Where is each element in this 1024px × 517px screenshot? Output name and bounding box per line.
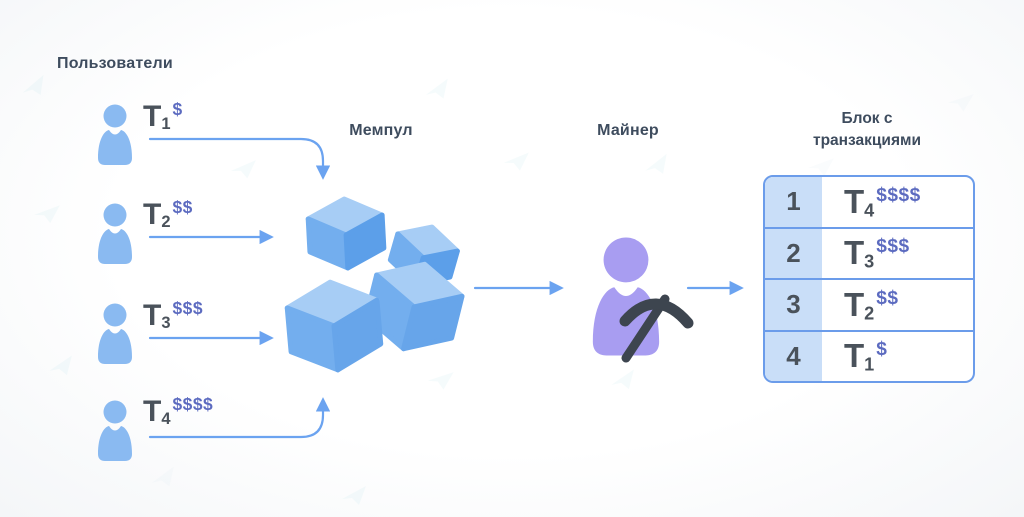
row-position: 1 xyxy=(765,177,822,227)
table-row: 4 T1$ xyxy=(765,331,973,381)
tx-fee: $$$$ xyxy=(172,394,214,414)
tx-subscript: 3 xyxy=(161,313,171,332)
tx-subscript: 3 xyxy=(864,251,875,272)
table-row: 1 T4$$$$ xyxy=(765,177,973,229)
row-position: 4 xyxy=(765,331,822,381)
user-icon-4 xyxy=(98,400,132,461)
tx-name: T xyxy=(844,337,865,375)
tx-name: T xyxy=(143,298,162,332)
tx-fee: $$$$ xyxy=(876,184,921,206)
user-icon-2 xyxy=(98,203,132,264)
block-title: Блок с транзакциями xyxy=(767,108,967,151)
cube-large-left xyxy=(284,279,384,373)
cube-small-left xyxy=(305,196,387,271)
tx-subscript: 4 xyxy=(161,409,171,428)
tx-subscript: 1 xyxy=(864,354,875,375)
tx-name: T xyxy=(143,394,162,428)
row-tx-label: T2$$ xyxy=(844,288,899,322)
tx-fee: $$$ xyxy=(172,298,204,318)
pickaxe-icon xyxy=(619,294,694,363)
user-icon-1 xyxy=(98,104,132,165)
block-title-line1: Блок с xyxy=(841,110,893,127)
table-row: 2 T3$$$ xyxy=(765,228,973,280)
tx-subscript: 4 xyxy=(864,199,875,220)
tx-subscript: 2 xyxy=(161,212,171,231)
tx-fee: $ xyxy=(172,99,183,119)
tx-name: T xyxy=(844,234,865,272)
tx-fee: $$ xyxy=(172,197,193,217)
tx-name: T xyxy=(844,285,865,323)
miner-icon xyxy=(592,237,694,363)
miner-label: Майнер xyxy=(597,122,659,139)
table-row: 3 T2$$ xyxy=(765,280,973,332)
tx-fee: $$ xyxy=(876,287,899,309)
row-tx-label: T3$$$ xyxy=(844,236,910,270)
tx-label-t2: T2$$ xyxy=(143,197,193,231)
tx-label-t3: T3$$$ xyxy=(143,298,204,332)
cube-large-right xyxy=(363,261,465,352)
tx-subscript: 2 xyxy=(864,302,875,323)
mempool-label: Мемпул xyxy=(349,122,413,139)
row-position: 2 xyxy=(765,228,822,278)
arrow-t1-to-mempool xyxy=(148,137,331,180)
row-position: 3 xyxy=(765,280,822,330)
tx-label-t4: T4$$$$ xyxy=(143,394,214,428)
block-title-line2: транзакциями xyxy=(812,131,921,149)
row-tx-label: T1$ xyxy=(844,339,887,373)
tx-name: T xyxy=(143,197,162,231)
tx-name: T xyxy=(844,182,865,220)
users-section-title: Пользователи xyxy=(57,55,173,72)
arrow-t4-to-mempool xyxy=(148,397,331,439)
tx-fee: $$$ xyxy=(876,236,910,258)
mempool-cubes xyxy=(284,196,465,373)
block-transactions-table: 1 T4$$$$ 2 T3$$$ 3 T2$$ 4 T1$ xyxy=(763,175,975,383)
tx-label-t1: T1$ xyxy=(143,99,183,133)
tx-fee: $ xyxy=(876,339,888,361)
row-tx-label: T4$$$$ xyxy=(844,185,921,219)
user-icon-3 xyxy=(98,303,132,364)
tx-name: T xyxy=(143,99,162,133)
tx-subscript: 1 xyxy=(161,114,171,133)
